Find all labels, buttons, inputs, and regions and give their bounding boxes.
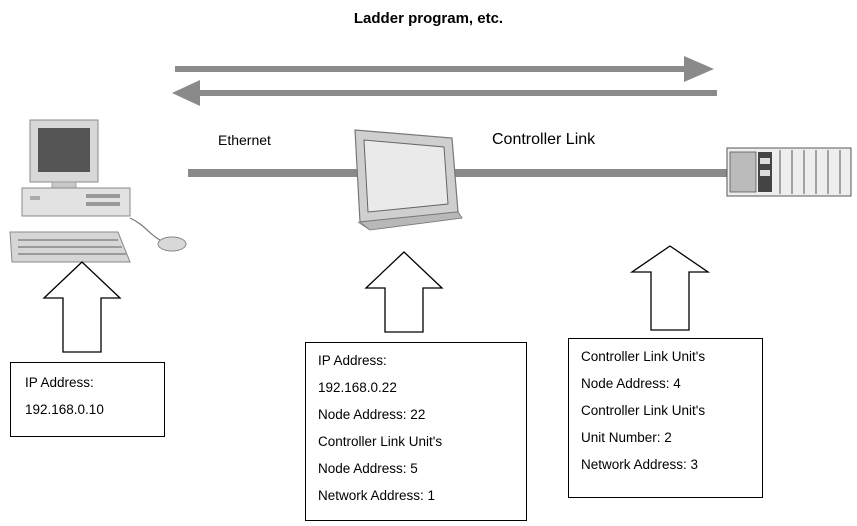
up-arrow-icon: [629, 245, 711, 331]
controller-link-label: Controller Link: [492, 131, 596, 148]
up-arrow-icon: [42, 261, 122, 353]
left-arrow-icon: [172, 80, 717, 106]
terminal-address-line: Node Address: 22: [318, 407, 426, 422]
plc-address-box: Controller Link Unit's Node Address: 4 C…: [568, 338, 763, 498]
terminal-address-line: Controller Link Unit's: [318, 434, 443, 449]
up-arrow-icon: [364, 251, 444, 333]
pc-address-line: IP Address:: [25, 375, 94, 390]
plc-rack-icon: [726, 147, 852, 197]
pc-address-box: IP Address: 192.168.0.10: [10, 362, 165, 437]
ethernet-label: Ethernet: [218, 132, 271, 148]
plc-address-line: Unit Number: 2: [581, 430, 672, 445]
plc-address-line: Controller Link Unit's: [581, 349, 706, 364]
terminal-address-line: 192.168.0.22: [318, 380, 397, 395]
right-arrow-icon: [175, 56, 714, 82]
plc-address-line: Controller Link Unit's: [581, 403, 706, 418]
personal-computer-icon: [9, 119, 187, 263]
plc-address-line: Node Address: 4: [581, 376, 681, 391]
network-cable: [188, 169, 728, 177]
terminal-address-line: Network Address: 1: [318, 488, 436, 503]
terminal-address-box: IP Address: 192.168.0.22 Node Address: 2…: [305, 342, 527, 521]
plc-address-line: Network Address: 3: [581, 457, 699, 472]
touch-panel-terminal-icon: [354, 129, 463, 231]
terminal-address-line: Node Address: 5: [318, 461, 418, 476]
terminal-address-line: IP Address:: [318, 353, 387, 368]
pc-address-line: 192.168.0.10: [25, 402, 104, 417]
diagram-title: Ladder program, etc.: [353, 10, 504, 27]
